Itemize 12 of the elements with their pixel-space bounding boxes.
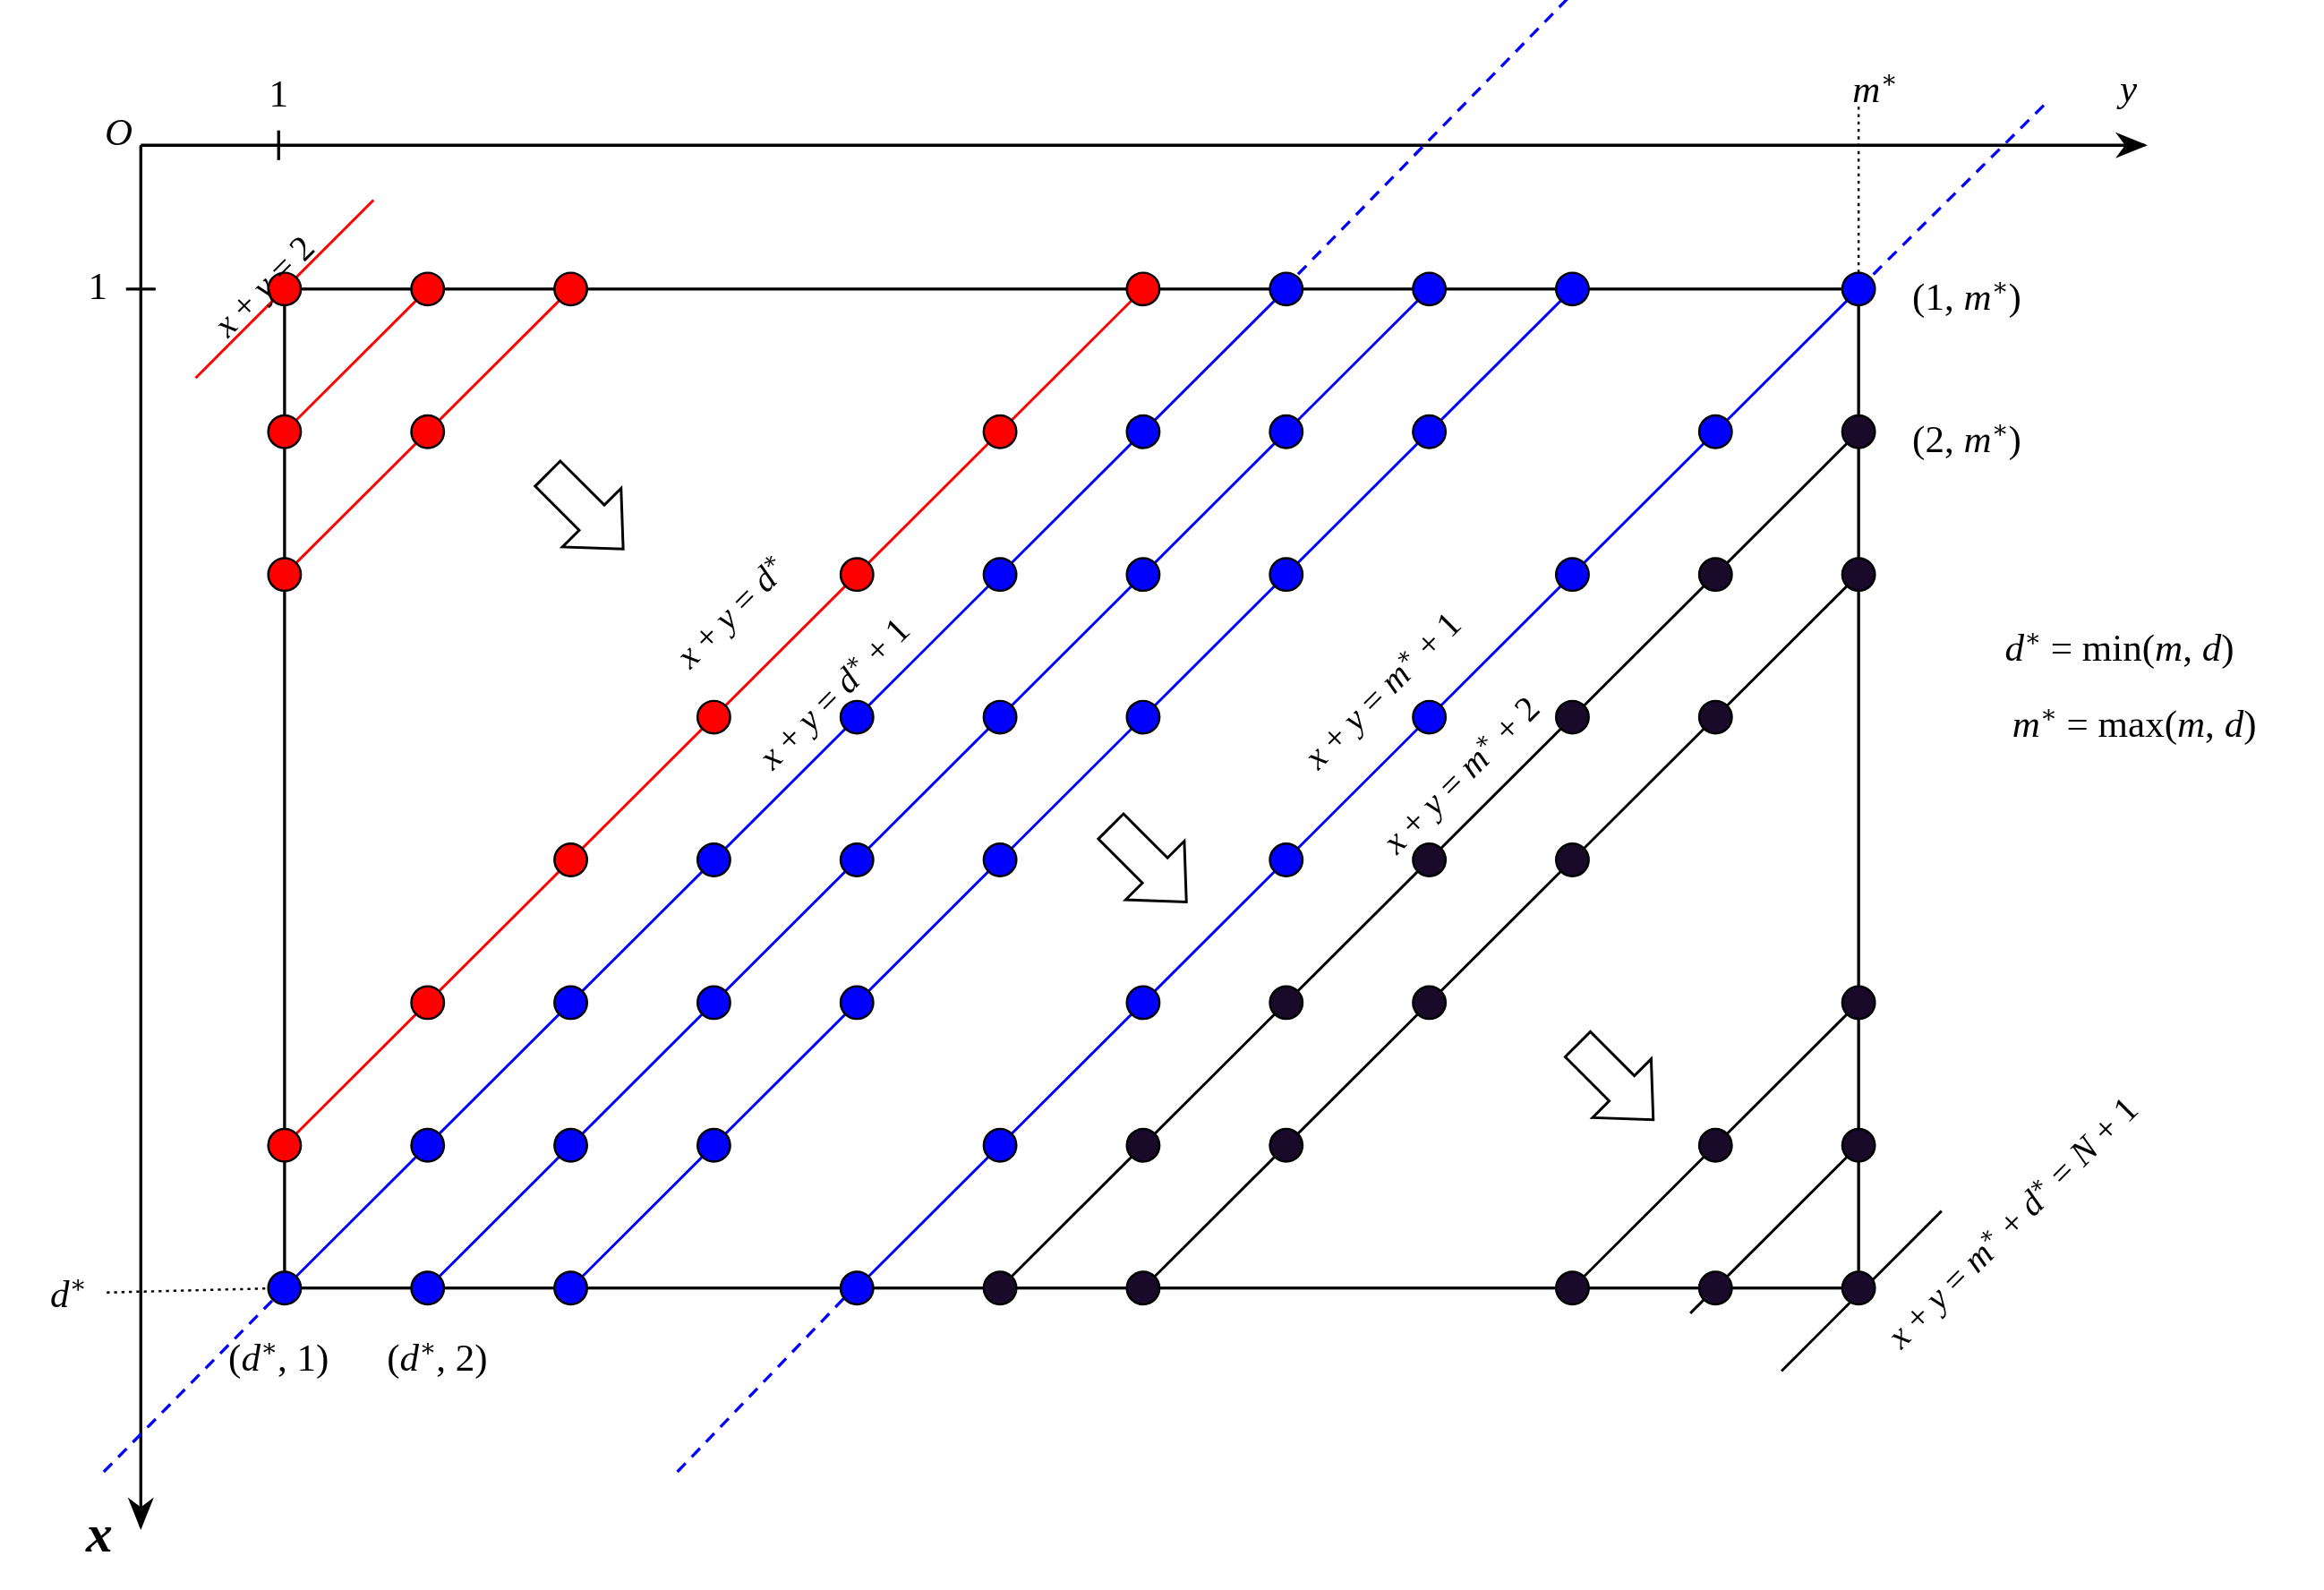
- math-label: (1, m$^{∗}$): [1912, 276, 2021, 317]
- math-label: m$^{∗}$: [1852, 68, 1898, 110]
- math-label: 1: [269, 75, 288, 115]
- math-label: d$^{∗}$ = min(m, d): [2004, 627, 2234, 669]
- math-label: x: [86, 1507, 113, 1561]
- math-label: m$^{∗}$ = max(m, d): [2012, 703, 2257, 744]
- math-label: (d$^{∗}$, 2): [387, 1337, 488, 1379]
- math-label: O: [104, 114, 132, 153]
- math-label: (d$^{∗}$, 1): [228, 1337, 329, 1379]
- math-label: d$^{∗}$: [49, 1273, 87, 1315]
- math-label: 1: [88, 268, 108, 307]
- math-label: (2, m$^{∗}$): [1912, 418, 2021, 459]
